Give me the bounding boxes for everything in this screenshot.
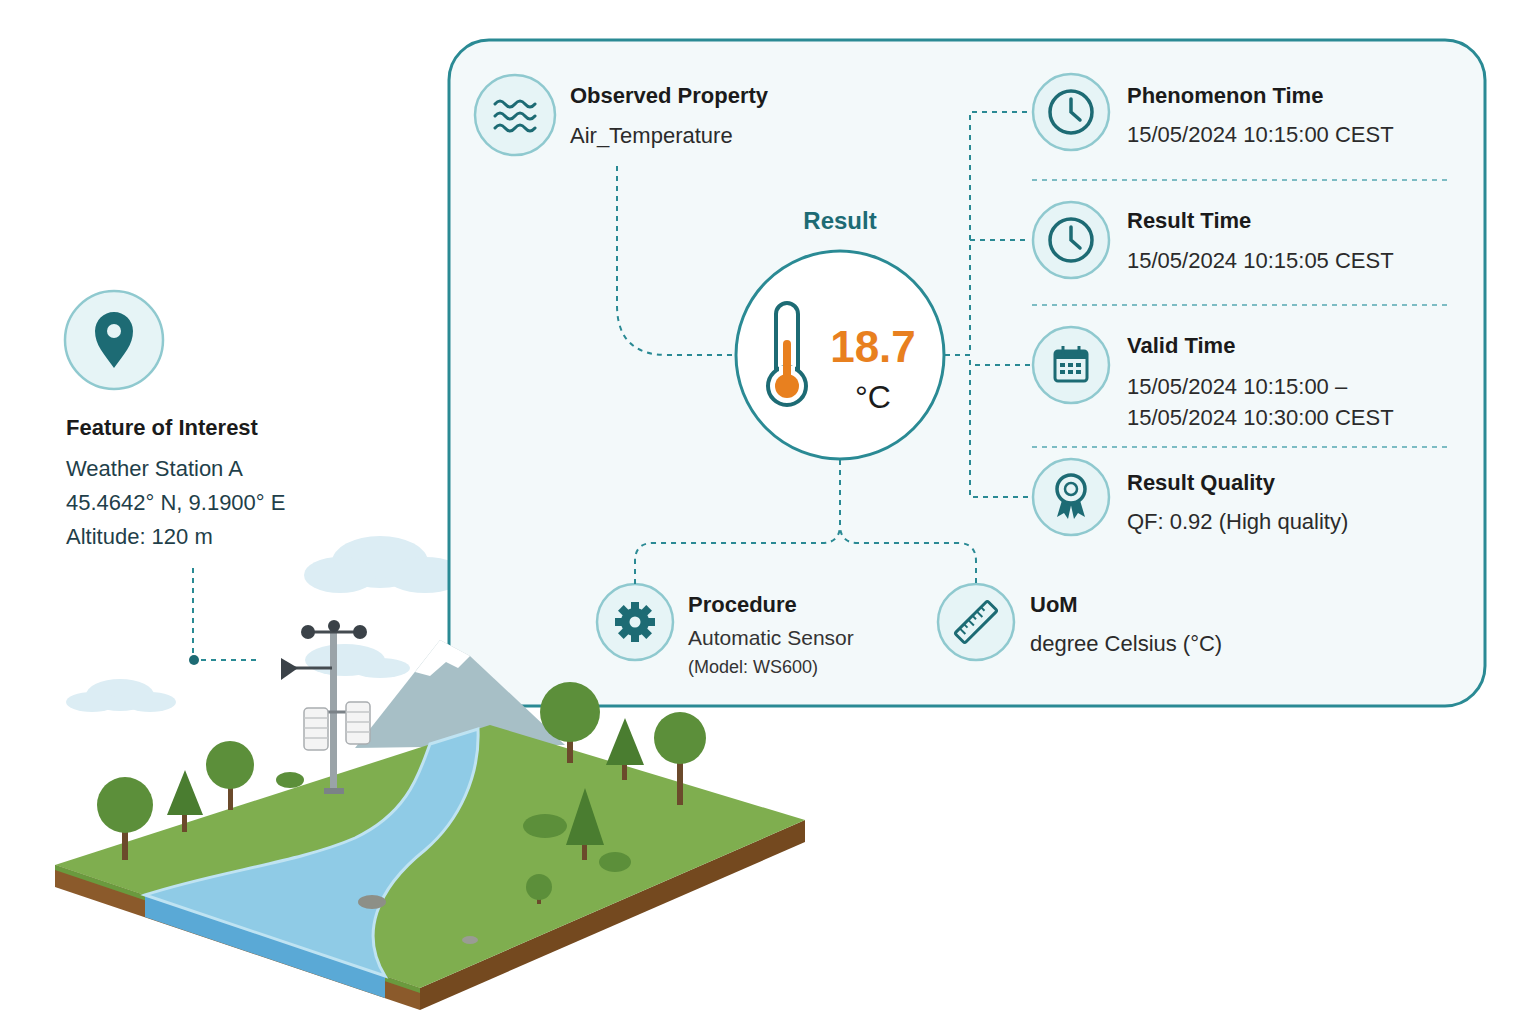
- node-text: 15/05/2024 10:15:00 – 15/05/2024 10:30:0…: [1127, 371, 1427, 433]
- dashed-connector: [945, 355, 1030, 365]
- node-text: (Model: WS600): [688, 655, 818, 679]
- node-text: degree Celsius (°C): [1030, 629, 1222, 659]
- node-text: QF: 0.92 (High quality): [1127, 507, 1348, 537]
- waves-icon: [495, 101, 535, 131]
- icon-circles: [65, 74, 1109, 660]
- node-heading: Observed Property: [570, 81, 768, 111]
- node-heading: Valid Time: [1127, 331, 1235, 361]
- node-text: 15/05/2024 10:15:00 CEST: [1127, 120, 1394, 150]
- node-heading: UoM: [1030, 590, 1078, 620]
- time-box: Valid Time 15/05/2024 10:15:00 – 15/05/20…: [1030, 325, 1450, 435]
- time-box: Result Time 15/05/2024 10:15:05 CEST: [1030, 200, 1450, 280]
- node-text: Air_Temperature: [570, 121, 733, 151]
- ruler-icon: [955, 601, 997, 643]
- node-text: 45.4642° N, 9.1900° E: [66, 488, 285, 518]
- node-text: Altitude: 120 m: [66, 522, 213, 552]
- dashed-connector: [635, 460, 840, 584]
- dashed-connector: [945, 355, 1030, 497]
- property-box: Observed PropertyAir_Temperature: [475, 78, 805, 166]
- procedure-box: ProcedureAutomatic Sensor(Model: WS600): [597, 584, 897, 684]
- node-text: 15/05/2024 10:15:05 CEST: [1127, 246, 1394, 276]
- result-circle: [736, 251, 944, 459]
- time-box: Phenomenon Time 15/05/2024 10:15:00 CEST: [1030, 72, 1450, 152]
- node-heading: Feature of Interest: [66, 413, 258, 443]
- dashed-connector: [945, 112, 1030, 355]
- node-heading: Result Quality: [1127, 468, 1275, 498]
- quality-box: Result QualityQF: 0.92 (High quality): [1030, 457, 1450, 537]
- quality-ribbon-icon: [1057, 475, 1085, 519]
- separators: [1032, 180, 1450, 447]
- leader-line: [189, 568, 258, 665]
- result-circle: Result18.7°C: [735, 250, 945, 460]
- node-text: Automatic Sensor: [688, 623, 854, 653]
- node-heading: Result Time: [1127, 206, 1251, 236]
- unit-box: UoM degree Celsius (°C): [938, 584, 1258, 664]
- gear-icon: [615, 602, 655, 642]
- node-text: Weather Station A: [66, 454, 243, 484]
- thermometer-icon: [768, 303, 806, 405]
- node-heading: Phenomenon Time: [1127, 81, 1323, 111]
- landscape-illustration: [55, 620, 805, 1010]
- dashed-connector: [945, 240, 1030, 355]
- node-heading: Result: [735, 205, 945, 237]
- observation-panel: [449, 40, 1485, 706]
- dashed-connector: [617, 166, 735, 355]
- dashed-connector: [840, 460, 976, 584]
- calendar-icon: [1055, 346, 1087, 381]
- node-text: 18.7: [823, 323, 923, 371]
- node-text: °C: [823, 379, 923, 415]
- clock-icons: [1050, 91, 1092, 261]
- feature-box: Feature of InterestWeather Station A 45.4…: [65, 291, 375, 553]
- node-heading: Procedure: [688, 590, 797, 620]
- location-pin-icon: [95, 312, 133, 368]
